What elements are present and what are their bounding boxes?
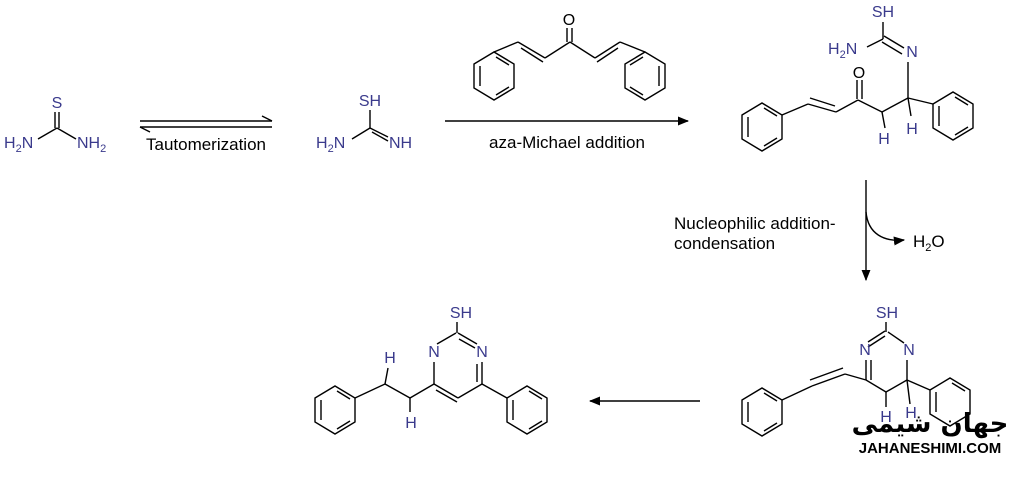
pyrimidine-product-structure: N N SH H H: [314, 305, 548, 435]
tautomerization-label: Tautomerization: [146, 135, 266, 154]
isothiourea-NH: NH: [389, 135, 412, 152]
michael-adduct-structure: O H H N SH H2N: [741, 4, 974, 152]
adduct-SH: SH: [872, 4, 894, 21]
isothiourea-structure: SH H2N NH: [316, 93, 412, 155]
dhp-H-ring: H: [880, 409, 892, 426]
nucleophilic-label-line2: condensation: [674, 234, 775, 253]
isothiourea-SH: SH: [359, 93, 381, 110]
ketone-O: O: [563, 12, 575, 29]
adduct-O: O: [853, 65, 865, 82]
adduct-N: N: [906, 44, 918, 61]
nucleophilic-label-line1: Nucleophilic addition-: [674, 214, 836, 233]
logo-persian-text: جهان شیمی: [851, 409, 1009, 439]
adduct-H2N: H2N: [828, 41, 857, 61]
dhp-SH: SH: [876, 305, 898, 322]
water-loss-arrow: [865, 211, 906, 246]
thiourea-structure: S H2N NH2: [4, 95, 106, 155]
thiourea-S: S: [52, 95, 63, 112]
jahaneshimi-logo: جهان شیمی JAHANESHIMI.COM: [845, 410, 1015, 465]
adduct-H-alpha: H: [878, 131, 890, 148]
water-label: H2O: [913, 232, 945, 254]
pyr-N-right: N: [476, 344, 488, 361]
thiourea-NH2-right: NH2: [77, 135, 106, 155]
logo-english-text: JAHANESHIMI.COM: [858, 440, 1002, 457]
adduct-H-benzylic: H: [906, 121, 918, 138]
dhp-N-left: N: [859, 342, 871, 359]
equilibrium-arrows: [139, 115, 273, 133]
dihydropyrimidine-structure: N N SH H H: [741, 305, 971, 437]
aza-michael-label: aza-Michael addition: [489, 133, 645, 152]
isothiourea-H2N: H2N: [316, 135, 345, 155]
pyr-N-left: N: [428, 344, 440, 361]
dhp-N-right: N: [903, 342, 915, 359]
dibenzylideneacetone-structure: O: [473, 12, 666, 101]
thiourea-H2N-left: H2N: [4, 135, 33, 155]
dhp-H-benzylic: H: [905, 405, 917, 422]
pyr-SH: SH: [450, 305, 472, 322]
pyr-H-bottom: H: [405, 415, 417, 432]
pyr-H-top: H: [384, 350, 396, 367]
